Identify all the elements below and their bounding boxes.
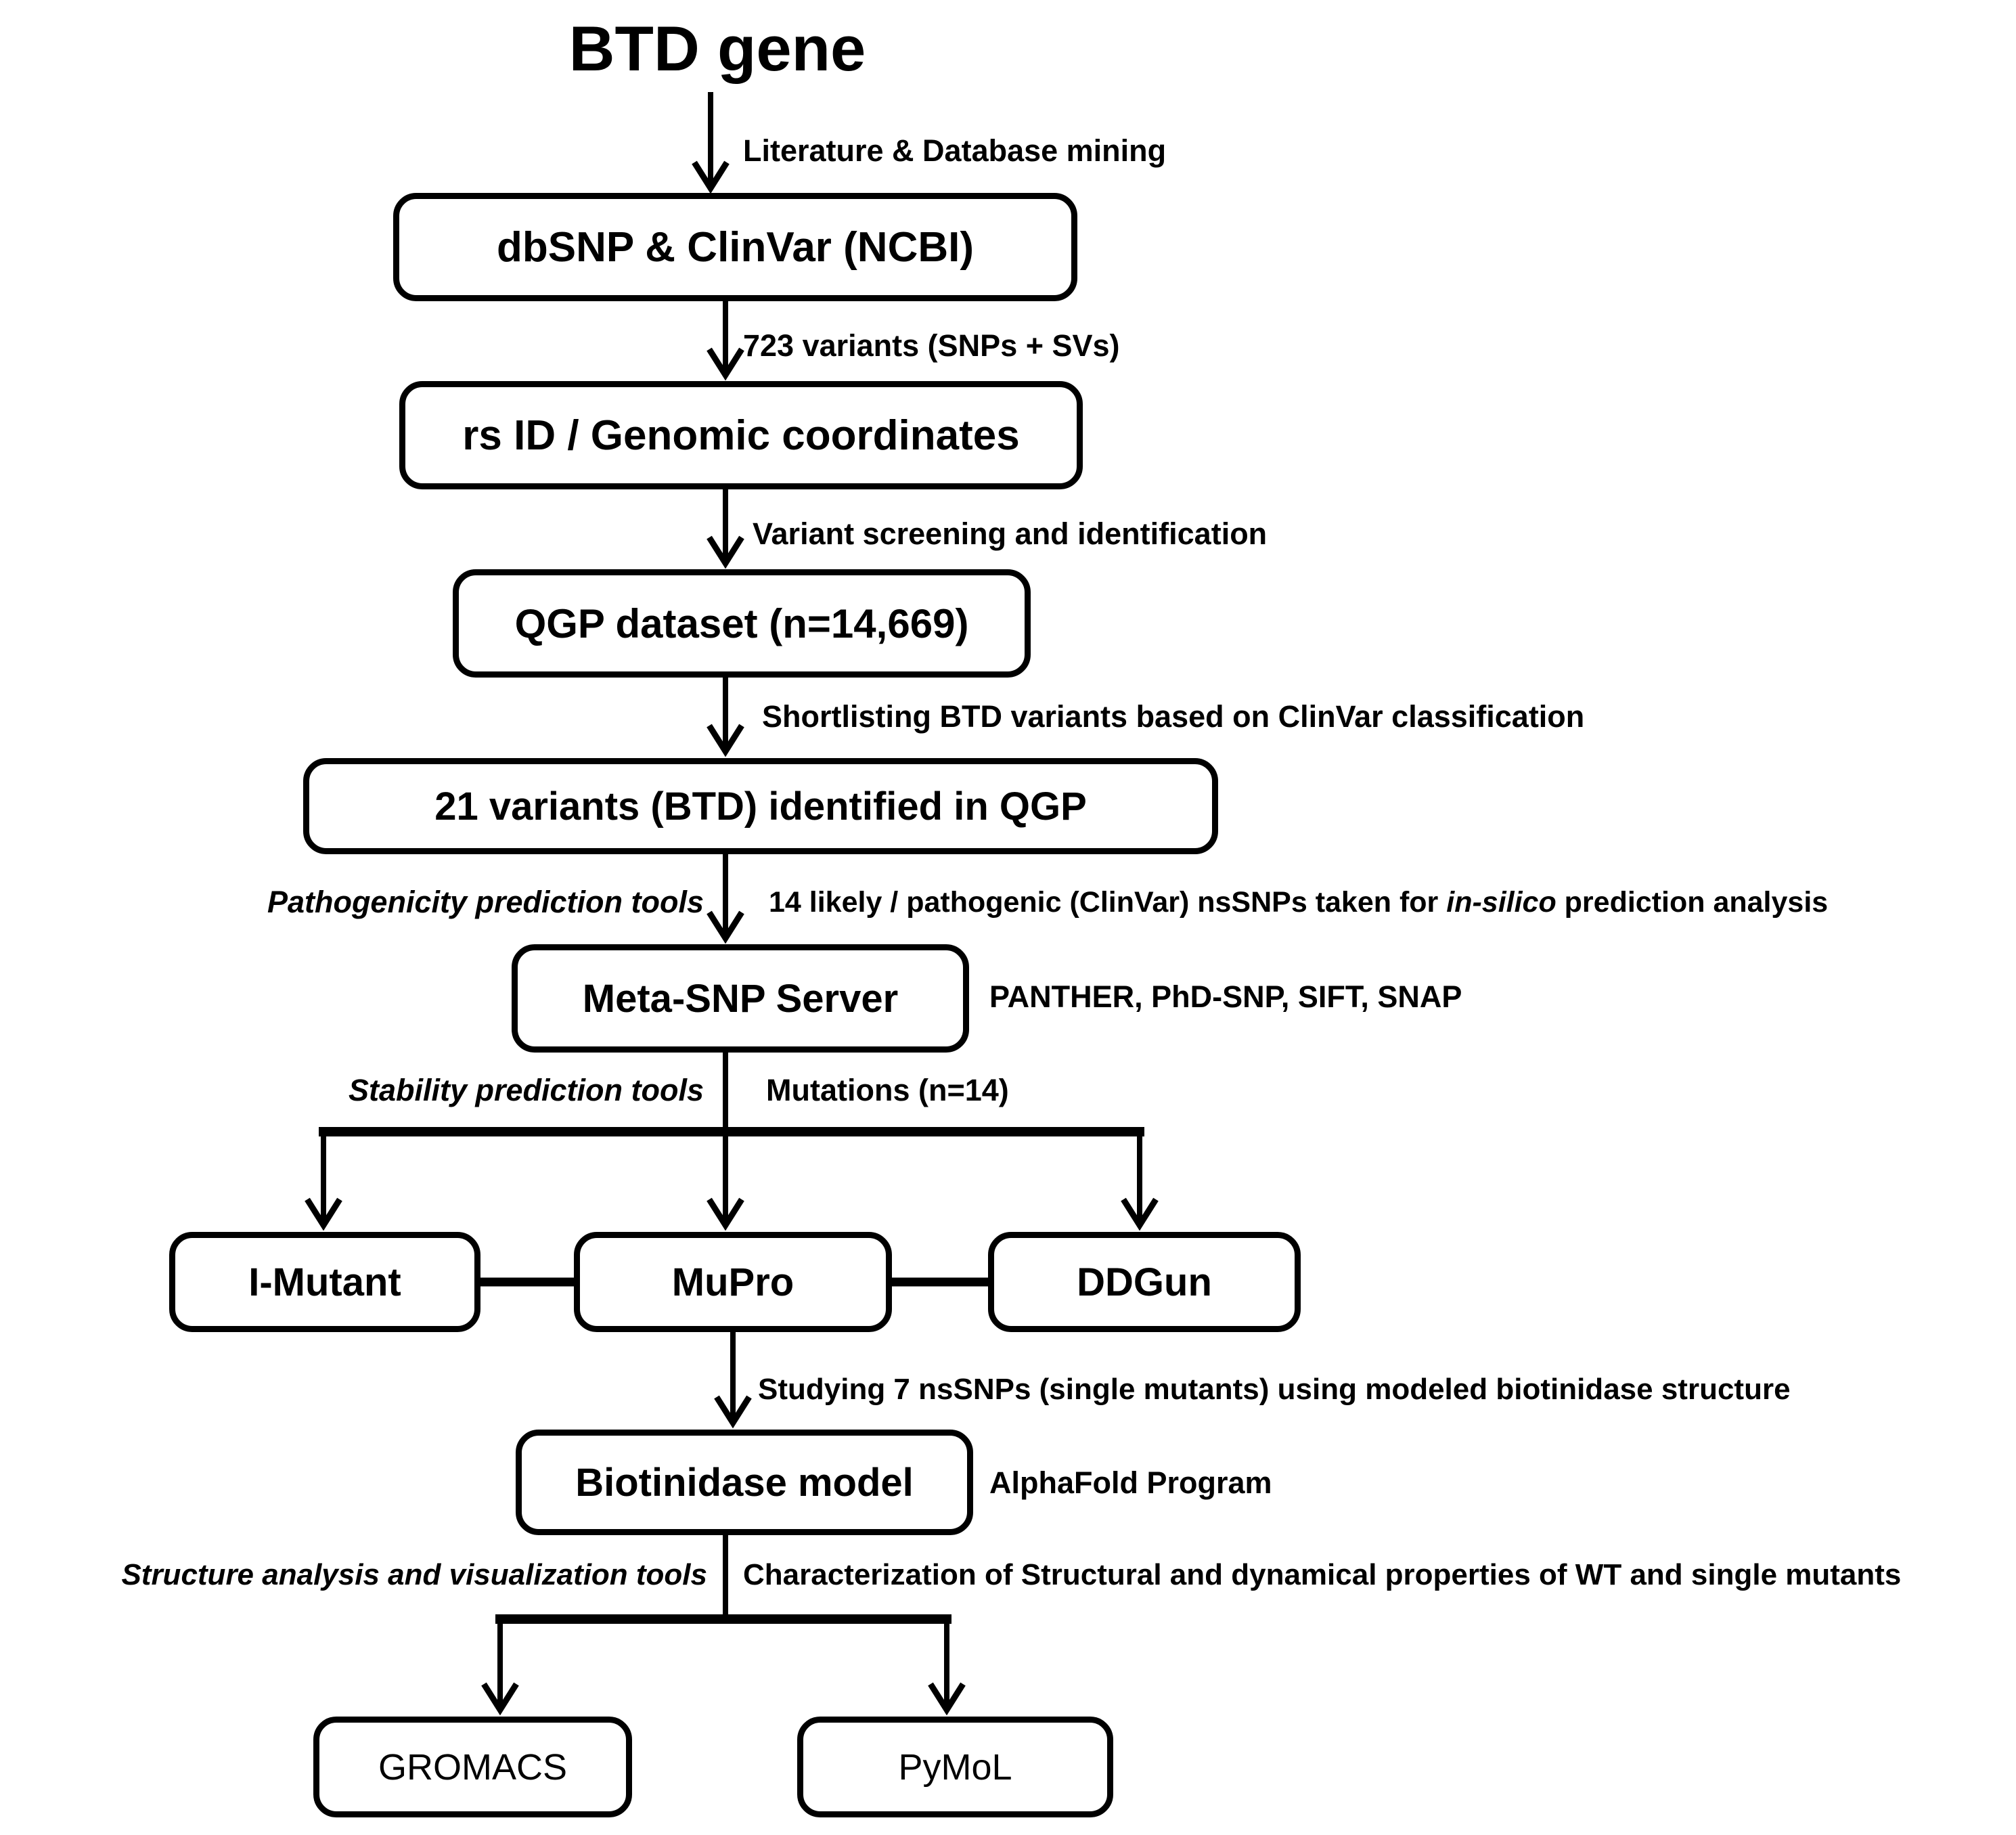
edge-label-studying-7-nssnps: Studying 7 nsSNPs (single mutants) using… xyxy=(758,1373,1791,1406)
node-21-variants-qgp: 21 variants (BTD) identified in QGP xyxy=(303,758,1218,854)
node-i-mutant: I-Mutant xyxy=(169,1232,480,1332)
node-dbsnp-clinvar: dbSNP & ClinVar (NCBI) xyxy=(393,193,1077,301)
edge-label-variant-screening: Variant screening and identification xyxy=(753,516,1268,551)
branch-stability xyxy=(305,1127,1159,1231)
node-gromacs: GROMACS xyxy=(313,1717,632,1817)
label-panther-phdsnp-sift-snap: PANTHER, PhD-SNP, SIFT, SNAP xyxy=(989,979,1462,1014)
arrow-rsid-to-qgp xyxy=(707,489,744,569)
label-alphafold-program: AlphaFold Program xyxy=(989,1465,1272,1500)
node-meta-snp-server: Meta-SNP Server xyxy=(512,944,969,1053)
diagram-title: BTD gene xyxy=(568,13,866,84)
node-biotinidase-model: Biotinidase model xyxy=(516,1430,973,1535)
edge-label-14-nssnps: 14 likely / pathogenic (ClinVar) nsSNPs … xyxy=(769,881,1828,923)
arrow-mupro-to-biotinidase xyxy=(714,1332,752,1429)
edge-label-in-silico: in-silico xyxy=(1446,886,1556,919)
label-pathogenicity-prediction-tools: Pathogenicity prediction tools xyxy=(267,885,704,919)
edge-label-mutations-n14: Mutations (n=14) xyxy=(766,1073,1009,1107)
edge-label-723-variants: 723 variants (SNPs + SVs) xyxy=(743,328,1120,363)
arrow-title-to-dbsnp xyxy=(692,92,730,194)
node-rsid-genomic-coordinates: rs ID / Genomic coordinates xyxy=(399,381,1083,489)
label-stability-prediction-tools: Stability prediction tools xyxy=(348,1073,704,1107)
label-structure-analysis-tools: Structure analysis and visualization too… xyxy=(121,1558,707,1591)
arrow-variants21-to-metasnp xyxy=(707,854,744,944)
node-mupro: MuPro xyxy=(574,1232,892,1332)
node-ddgun: DDGun xyxy=(988,1232,1301,1332)
node-pymol: PyMoL xyxy=(797,1717,1113,1817)
edge-label-literature-mining: Literature & Database mining xyxy=(743,133,1167,168)
node-qgp-dataset: QGP dataset (n=14,669) xyxy=(453,569,1031,678)
edge-label-shortlisting: Shortlisting BTD variants based on ClinV… xyxy=(762,699,1585,734)
arrow-qgp-to-variants21 xyxy=(707,678,744,757)
edge-label-14-nssnps-pre: 14 likely / pathogenic (ClinVar) nsSNPs … xyxy=(769,886,1447,919)
branch-structure-tools xyxy=(481,1614,966,1716)
edge-label-14-nssnps-post: prediction analysis xyxy=(1556,886,1829,919)
arrow-dbsnp-to-rsid xyxy=(707,301,744,381)
edge-label-characterization: Characterization of Structural and dynam… xyxy=(743,1558,1902,1591)
